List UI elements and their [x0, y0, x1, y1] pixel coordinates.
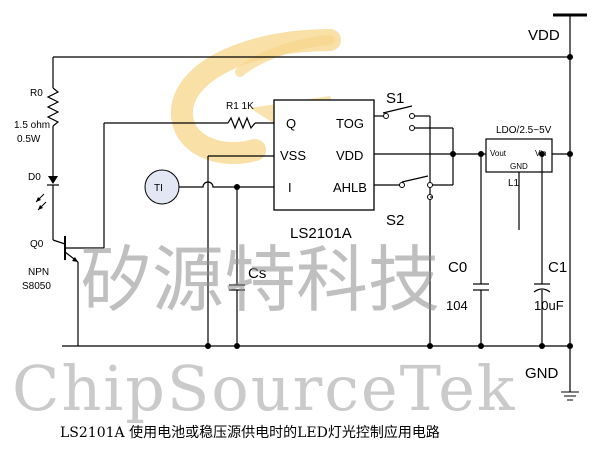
- q0-transistor: [52, 123, 105, 346]
- q0-type: NPN: [28, 267, 49, 278]
- vdd-label: VDD: [528, 27, 560, 44]
- ti-label: TI: [154, 183, 163, 194]
- d0-led: [35, 176, 59, 240]
- i-pin-wire: [179, 181, 274, 188]
- junction-dots: [205, 54, 573, 349]
- pin-i-label: I: [288, 180, 292, 195]
- pin-tog-label: TOG: [336, 116, 364, 131]
- d0-ref: D0: [28, 172, 41, 183]
- ldo-ref: L1: [508, 178, 520, 189]
- r0-ref: R0: [30, 88, 43, 99]
- q0-part: S8050: [22, 281, 51, 292]
- vss-wire: [207, 155, 274, 346]
- cs-capacitor: [229, 187, 245, 346]
- c0-value: 104: [446, 298, 468, 313]
- c1-value: 10uF: [534, 298, 564, 313]
- r1-resistor: [104, 116, 274, 130]
- pin-vss-label: VSS: [280, 148, 306, 163]
- r0-value: 1.5 ohm: [14, 120, 50, 131]
- gnd-label: GND: [525, 365, 559, 382]
- ldo-vout-label: Vout: [490, 149, 507, 158]
- ic-ls2101a: [273, 99, 375, 211]
- r0-power: 0.5W: [17, 134, 41, 145]
- ldo-gnd-label: GND: [510, 162, 528, 171]
- chinese-watermark: 矽源特科技: [80, 238, 440, 322]
- english-watermark: ChipSourceTek: [12, 352, 516, 425]
- s2-switch: [374, 154, 454, 200]
- gnd-rail: [62, 345, 579, 401]
- r0-resistor: [46, 57, 60, 176]
- vdd-rail: [53, 13, 587, 392]
- figure-caption: LS2101A 使用电池或稳压源供电时的LED灯光控制应用电路: [60, 424, 440, 441]
- s2-label: S2: [386, 212, 404, 229]
- c0-ref: C0: [448, 259, 467, 276]
- r1-ref: R1 1K: [226, 101, 254, 112]
- ldo-vin-label: Vin: [535, 149, 546, 158]
- ldo-title: LDO/2.5~5V: [496, 125, 552, 136]
- q0-ref: Q0: [30, 239, 44, 250]
- vdd-pin-wire: [374, 153, 486, 284]
- pin-q-label: Q: [286, 116, 296, 131]
- pin-vdd-label: VDD: [336, 148, 363, 163]
- c0-capacitor: [473, 283, 489, 346]
- c1-capacitor: [533, 154, 551, 346]
- cs-label: Cs: [248, 265, 266, 282]
- pin-ahlb-label: AHLB: [333, 180, 367, 195]
- ic-name-label: LS2101A: [290, 225, 352, 242]
- c1-ref: C1: [548, 259, 567, 276]
- s1-label: S1: [386, 90, 404, 107]
